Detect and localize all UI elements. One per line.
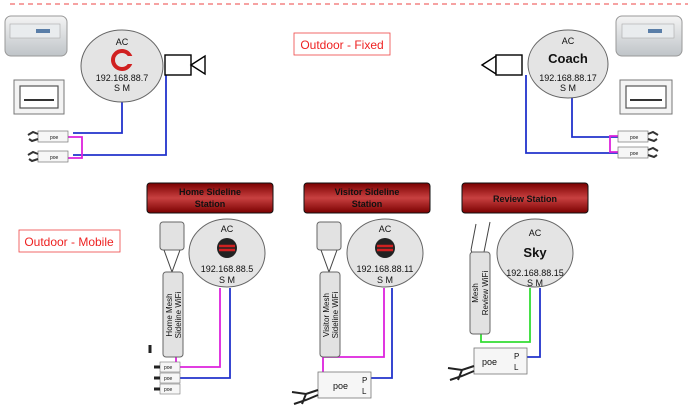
wires — [66, 75, 622, 379]
svg-text:AC: AC — [116, 37, 129, 47]
svg-text:AC: AC — [221, 224, 234, 234]
mesh-radio-home: Home Mesh Sideline WiFi — [162, 271, 184, 358]
svg-text:S M: S M — [560, 83, 576, 93]
svg-text:192.168.88.7: 192.168.88.7 — [96, 73, 149, 83]
svg-text:poe: poe — [630, 151, 639, 157]
svg-text:AC: AC — [529, 228, 542, 238]
svg-text:Sideline WiFi: Sideline WiFi — [174, 291, 183, 338]
svg-text:Review Station: Review Station — [493, 194, 557, 204]
svg-text:Mesh: Mesh — [471, 283, 480, 303]
poe-injector-left-1: poe — [27, 130, 69, 143]
svg-text:P: P — [514, 352, 519, 361]
camera-housing-left — [4, 15, 68, 57]
mount-bracket-left — [13, 79, 65, 115]
ac-node-coach: AC Coach 192.168.88.17 S M — [527, 29, 609, 99]
svg-text:Station: Station — [195, 199, 226, 209]
svg-text:S M: S M — [219, 275, 235, 285]
ac-node-left-fixed: AC 192.168.88.7 S M — [80, 29, 164, 103]
sideline-logo-icon — [375, 238, 395, 258]
station-header-visitor: Visitor Sideline Station — [303, 182, 431, 214]
svg-text:poe: poe — [164, 365, 173, 371]
svg-text:Station: Station — [352, 199, 383, 209]
svg-text:192.168.88.11: 192.168.88.11 — [357, 264, 414, 274]
sideline-logo-icon — [217, 238, 237, 258]
svg-text:Home Mesh: Home Mesh — [165, 293, 174, 336]
ac-node-sky: AC Sky 192.168.88.15 S M — [496, 218, 574, 288]
svg-text:poe: poe — [50, 135, 59, 141]
svg-text:L: L — [514, 363, 519, 372]
antenna-panel-home — [159, 221, 185, 274]
svg-text:Sky: Sky — [523, 245, 547, 260]
svg-text:poe: poe — [630, 135, 639, 141]
poe-injector-left-2: poe — [27, 150, 69, 163]
svg-text:192.168.88.15: 192.168.88.15 — [506, 268, 564, 278]
svg-text:Coach: Coach — [548, 51, 588, 66]
station-header-home: Home Sideline Station — [146, 182, 274, 214]
poe-injector-review: poe P L — [447, 347, 528, 381]
svg-text:poe: poe — [164, 376, 173, 382]
poe-stack-home: poe poe poe — [148, 345, 181, 395]
svg-text:192.168.88.5: 192.168.88.5 — [201, 264, 254, 274]
svg-text:S M: S M — [114, 83, 130, 93]
mount-bracket-right — [619, 79, 673, 115]
svg-text:Home Sideline: Home Sideline — [179, 187, 241, 197]
svg-text:poe: poe — [50, 155, 59, 161]
svg-text:AC: AC — [562, 36, 575, 46]
svg-text:Outdoor - Fixed: Outdoor - Fixed — [300, 38, 383, 52]
poe-injector-visitor: poe P L — [291, 371, 372, 405]
video-camera-icon-left — [164, 54, 206, 76]
svg-text:S M: S M — [377, 275, 393, 285]
outdoor-fixed-label: Outdoor - Fixed — [293, 32, 391, 56]
svg-text:P: P — [362, 376, 367, 385]
svg-text:Visitor Sideline: Visitor Sideline — [335, 187, 400, 197]
svg-text:poe: poe — [164, 387, 173, 393]
station-header-review: Review Station — [461, 182, 589, 214]
mesh-radio-review: Mesh Review WiFi — [469, 251, 491, 335]
poe-injector-right-2: poe — [617, 146, 659, 159]
svg-text:192.168.88.17: 192.168.88.17 — [539, 73, 597, 83]
svg-text:L: L — [362, 387, 367, 396]
svg-text:Sideline WiFi: Sideline WiFi — [331, 291, 340, 338]
svg-text:S M: S M — [527, 278, 543, 288]
poe-injector-right-1: poe — [617, 130, 659, 143]
c-logo-icon — [111, 49, 133, 71]
svg-text:Review WiFi: Review WiFi — [481, 271, 490, 316]
ac-node-home: AC 192.168.88.5 S M — [188, 218, 266, 288]
camera-housing-right — [615, 15, 683, 57]
svg-text:poe: poe — [482, 357, 497, 367]
svg-text:Outdoor - Mobile: Outdoor - Mobile — [24, 235, 114, 249]
mesh-radio-visitor: Visitor Mesh Sideline WiFi — [319, 271, 341, 358]
video-camera-icon-right — [480, 54, 523, 76]
outdoor-mobile-label: Outdoor - Mobile — [18, 229, 121, 253]
svg-text:Visitor Mesh: Visitor Mesh — [322, 293, 331, 337]
antenna-panel-visitor — [316, 221, 342, 274]
svg-text:AC: AC — [379, 224, 392, 234]
svg-text:poe: poe — [333, 381, 348, 391]
ac-node-visitor: AC 192.168.88.11 S M — [346, 218, 424, 288]
